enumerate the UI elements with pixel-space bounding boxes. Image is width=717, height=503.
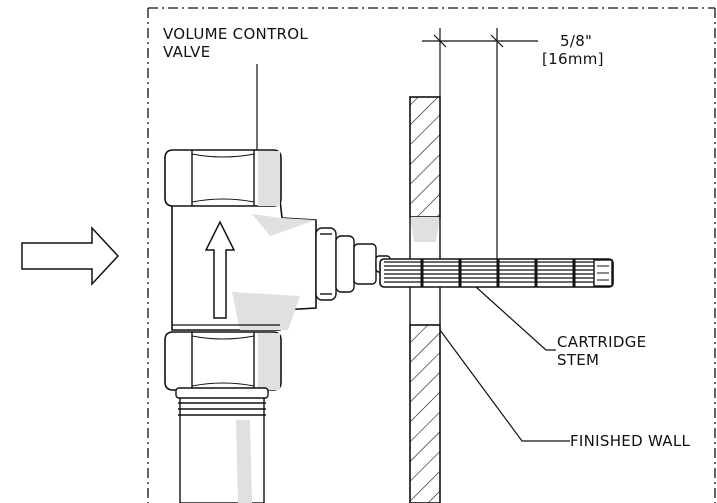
finished-wall [409,96,441,503]
wall-label: FINISHED WALL [570,432,691,450]
pipe-reflection [236,420,252,503]
dimension-marker [422,28,538,259]
dash-dot-border [147,7,716,503]
top-hex-nut [164,149,282,207]
valve-label-line2: VALVE [163,43,211,61]
stem-label-line1: CARTRIDGE [557,333,646,351]
pipe-fitting [178,396,266,503]
dimension-label-line2: [16mm] [542,50,604,68]
cartridge-stem [379,258,614,288]
flow-direction-arrow-icon [21,226,120,286]
flow-arrow-up-icon [204,220,236,319]
bottom-hex-nut [164,331,282,391]
stem-label-line2: STEM [557,351,599,369]
valve-body [171,199,317,331]
leader-lines [256,64,570,442]
dimension-label-line1: 5/8" [560,32,592,50]
valve-label-line1: VOLUME CONTROL [163,25,308,43]
side-fittings [315,227,391,301]
pipe-collar [175,387,269,399]
